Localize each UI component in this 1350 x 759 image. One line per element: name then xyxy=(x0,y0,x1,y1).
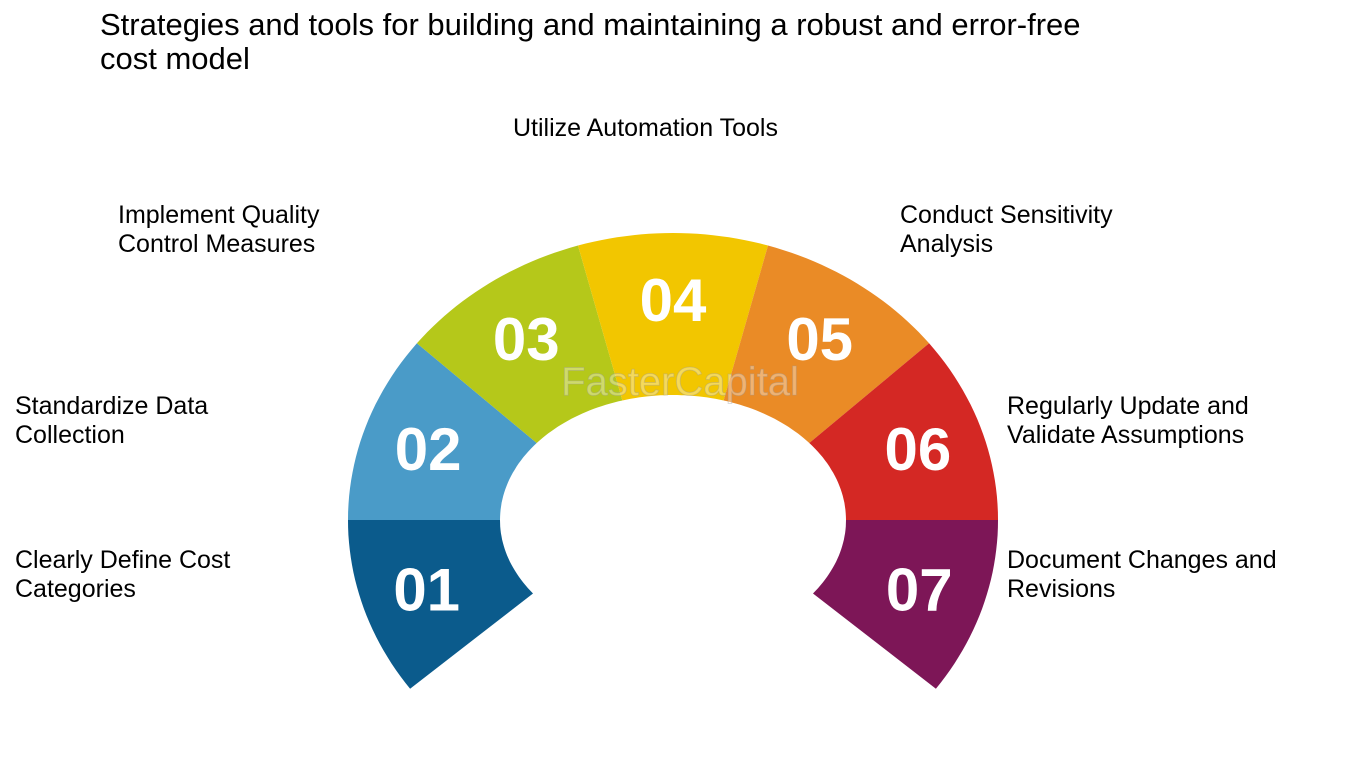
step-number-02: 02 xyxy=(395,416,462,483)
step-label-07: Document Changes and Revisions xyxy=(1007,546,1277,603)
ring-segment-02 xyxy=(348,343,537,520)
ring-segment-03 xyxy=(416,245,623,443)
step-number-04: 04 xyxy=(640,267,707,334)
step-label-05: Conduct Sensitivity Analysis xyxy=(900,201,1113,258)
step-label-06: Regularly Update and Validate Assumption… xyxy=(1007,392,1249,449)
step-number-01: 01 xyxy=(393,556,460,623)
step-number-07: 07 xyxy=(886,556,953,623)
ring-segment-04 xyxy=(578,233,768,401)
ring-segment-06 xyxy=(809,343,998,520)
ring-segment-01 xyxy=(348,520,533,689)
step-label-01: Clearly Define Cost Categories xyxy=(15,546,231,603)
ring-segment-05 xyxy=(723,245,930,443)
step-number-06: 06 xyxy=(885,416,952,483)
step-label-03: Implement Quality Control Measures xyxy=(118,201,320,258)
diagram-title: Strategies and tools for building and ma… xyxy=(100,7,1081,76)
step-label-04: Utilize Automation Tools xyxy=(513,114,778,142)
step-label-02: Standardize Data Collection xyxy=(15,392,209,449)
ring-segment-07 xyxy=(813,520,998,689)
step-number-05: 05 xyxy=(786,306,853,373)
watermark-logo: FasterCapital xyxy=(561,360,799,404)
step-number-03: 03 xyxy=(493,306,560,373)
